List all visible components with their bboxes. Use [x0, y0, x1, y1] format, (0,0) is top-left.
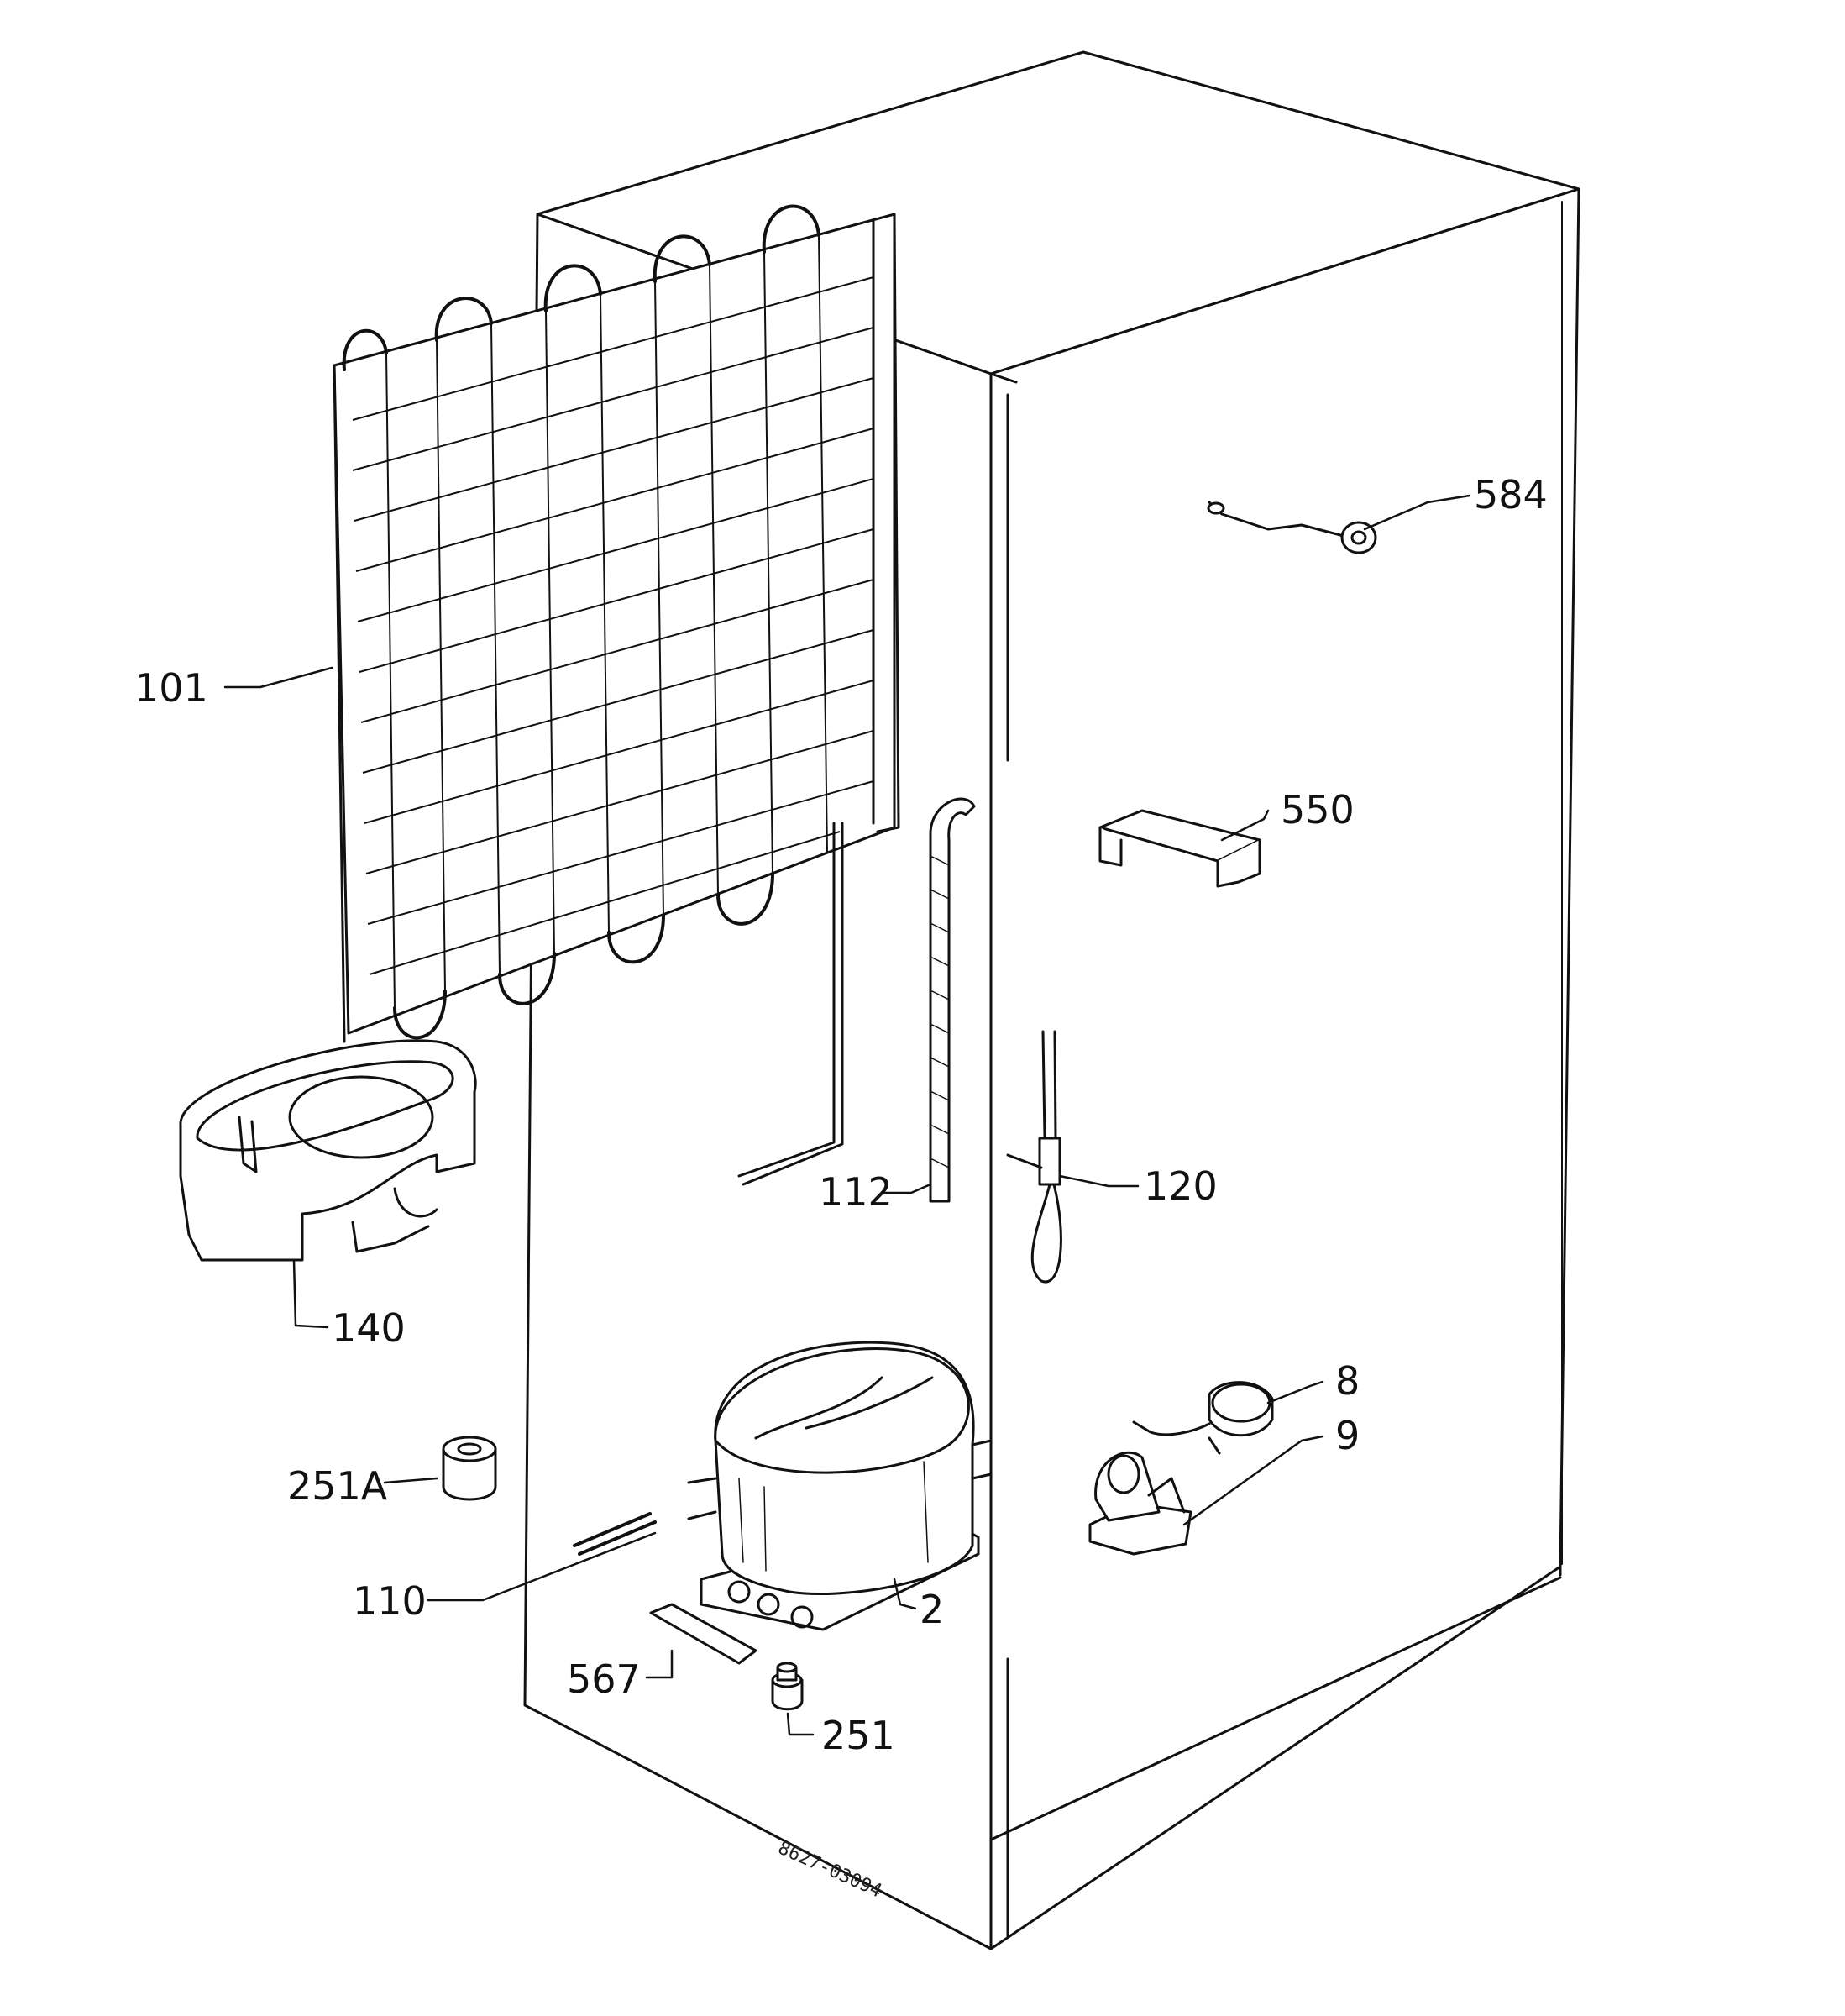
callout-251A: 251A — [287, 1463, 388, 1509]
callout-120: 120 — [1144, 1163, 1218, 1209]
leader-lines — [223, 494, 1471, 1736]
grommet-251A — [442, 1436, 497, 1501]
callout-567: 567 — [567, 1656, 641, 1702]
callout-9: 9 — [1335, 1413, 1360, 1458]
callout-251: 251 — [821, 1713, 895, 1758]
callout-101: 101 — [134, 665, 208, 711]
capillary-120 — [1006, 1030, 1062, 1284]
callout-112: 112 — [819, 1169, 893, 1215]
callout-labels: 584 101 550 112 120 140 8 9 251A 110 2 5… — [134, 472, 1548, 1902]
callout-110: 110 — [353, 1578, 427, 1624]
drain-tube-112 — [929, 797, 976, 1203]
sensor-wire-584 — [1207, 501, 1377, 554]
callout-2: 2 — [920, 1587, 944, 1632]
callout-584: 584 — [1474, 472, 1548, 517]
callout-550: 550 — [1281, 787, 1355, 832]
callout-140: 140 — [332, 1305, 406, 1351]
compressor-2 — [687, 1341, 993, 1631]
protector-9 — [1088, 1451, 1192, 1556]
pipe-110 — [573, 1512, 657, 1556]
nut-251 — [771, 1662, 804, 1711]
drip-tray-140 — [179, 1039, 477, 1262]
condenser-coil — [333, 204, 900, 1186]
callout-8: 8 — [1335, 1358, 1360, 1404]
strap-567 — [649, 1603, 757, 1665]
bracket-550 — [1098, 809, 1261, 888]
